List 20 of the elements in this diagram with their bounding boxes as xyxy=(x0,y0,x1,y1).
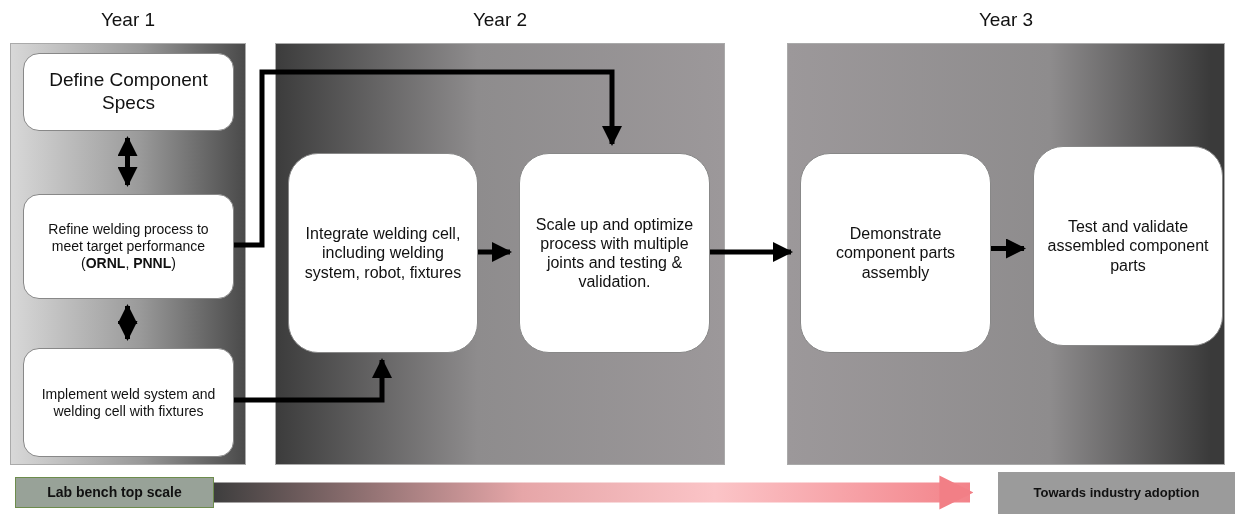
scale-label: Towards industry adoption xyxy=(998,472,1235,514)
arrow xyxy=(477,242,512,262)
process-box: Integrate welding cell, including welding system, robot, fixtures xyxy=(288,153,478,353)
process-box: Refine welding process to meet target performance (ORNL, PNNL) xyxy=(23,194,234,299)
arrow xyxy=(233,358,392,403)
arrow xyxy=(709,242,793,262)
scale-arrow xyxy=(214,475,974,510)
process-box: Test and validate assembled component parts xyxy=(1033,146,1223,346)
arrow xyxy=(233,69,622,248)
year-heading: Year 3 xyxy=(978,9,1034,31)
scale-label: Lab bench top scale xyxy=(15,477,214,508)
arrow xyxy=(117,136,138,187)
process-box: Implement weld system and welding cell with fixtures xyxy=(23,348,234,457)
year-heading: Year 2 xyxy=(472,9,528,31)
arrow xyxy=(117,304,138,341)
year-heading: Year 1 xyxy=(100,9,156,31)
process-box: Scale up and optimize process with multiple joints and testing & validation. xyxy=(519,153,710,353)
process-box: Demonstrate component parts assembly xyxy=(800,153,991,353)
arrow xyxy=(990,238,1026,259)
process-box: Define Component Specs xyxy=(23,53,234,131)
